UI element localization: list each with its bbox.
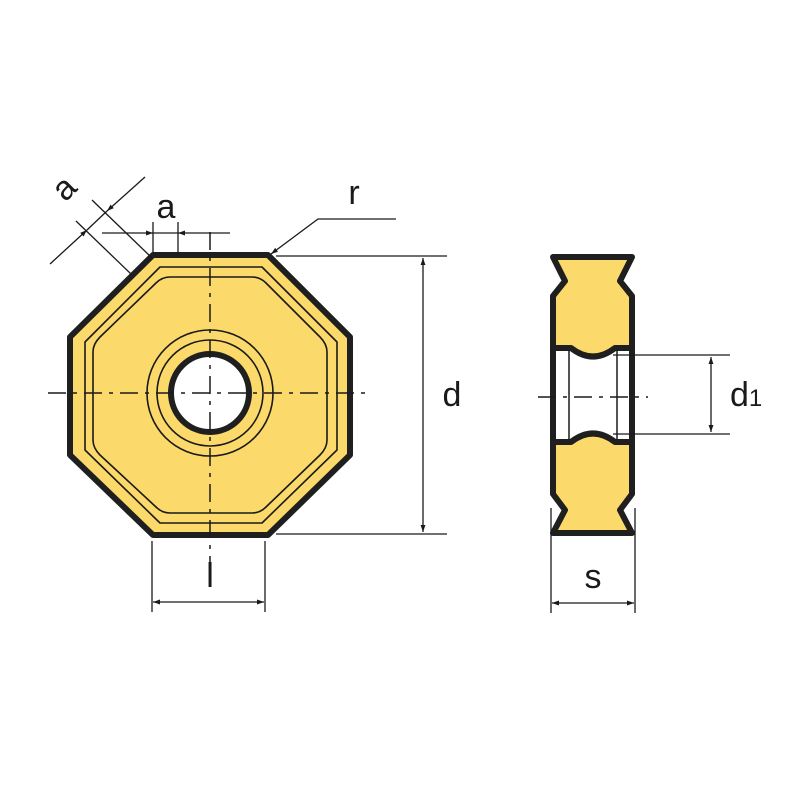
label-r: r [348,174,359,212]
side-lower-body [550,430,635,536]
label-d1: d1 [730,376,762,414]
dim-a-diag-line [86,210,108,231]
side-upper-body [550,254,635,360]
dim-a-diag-ext2 [75,220,132,275]
top-view: a a r d l [44,168,461,612]
label-d1-subscript: 1 [749,385,762,412]
dim-a-diag-arrow1 [106,176,146,212]
label-s: s [585,558,602,596]
label-d: d [443,376,462,414]
insert-inner-land-inner [92,276,328,514]
side-view: d1 s [538,254,762,613]
dim-a-diag-arrow2 [49,229,88,265]
dim-r-leader [270,218,396,255]
label-a-horizontal: a [157,188,176,226]
label-l: l [206,557,214,595]
dim-a-diag-ext1 [91,199,153,259]
label-d1-main: d [730,376,749,414]
insert-inner-land-outer [84,266,338,524]
label-a-diagonal: a [44,168,84,208]
